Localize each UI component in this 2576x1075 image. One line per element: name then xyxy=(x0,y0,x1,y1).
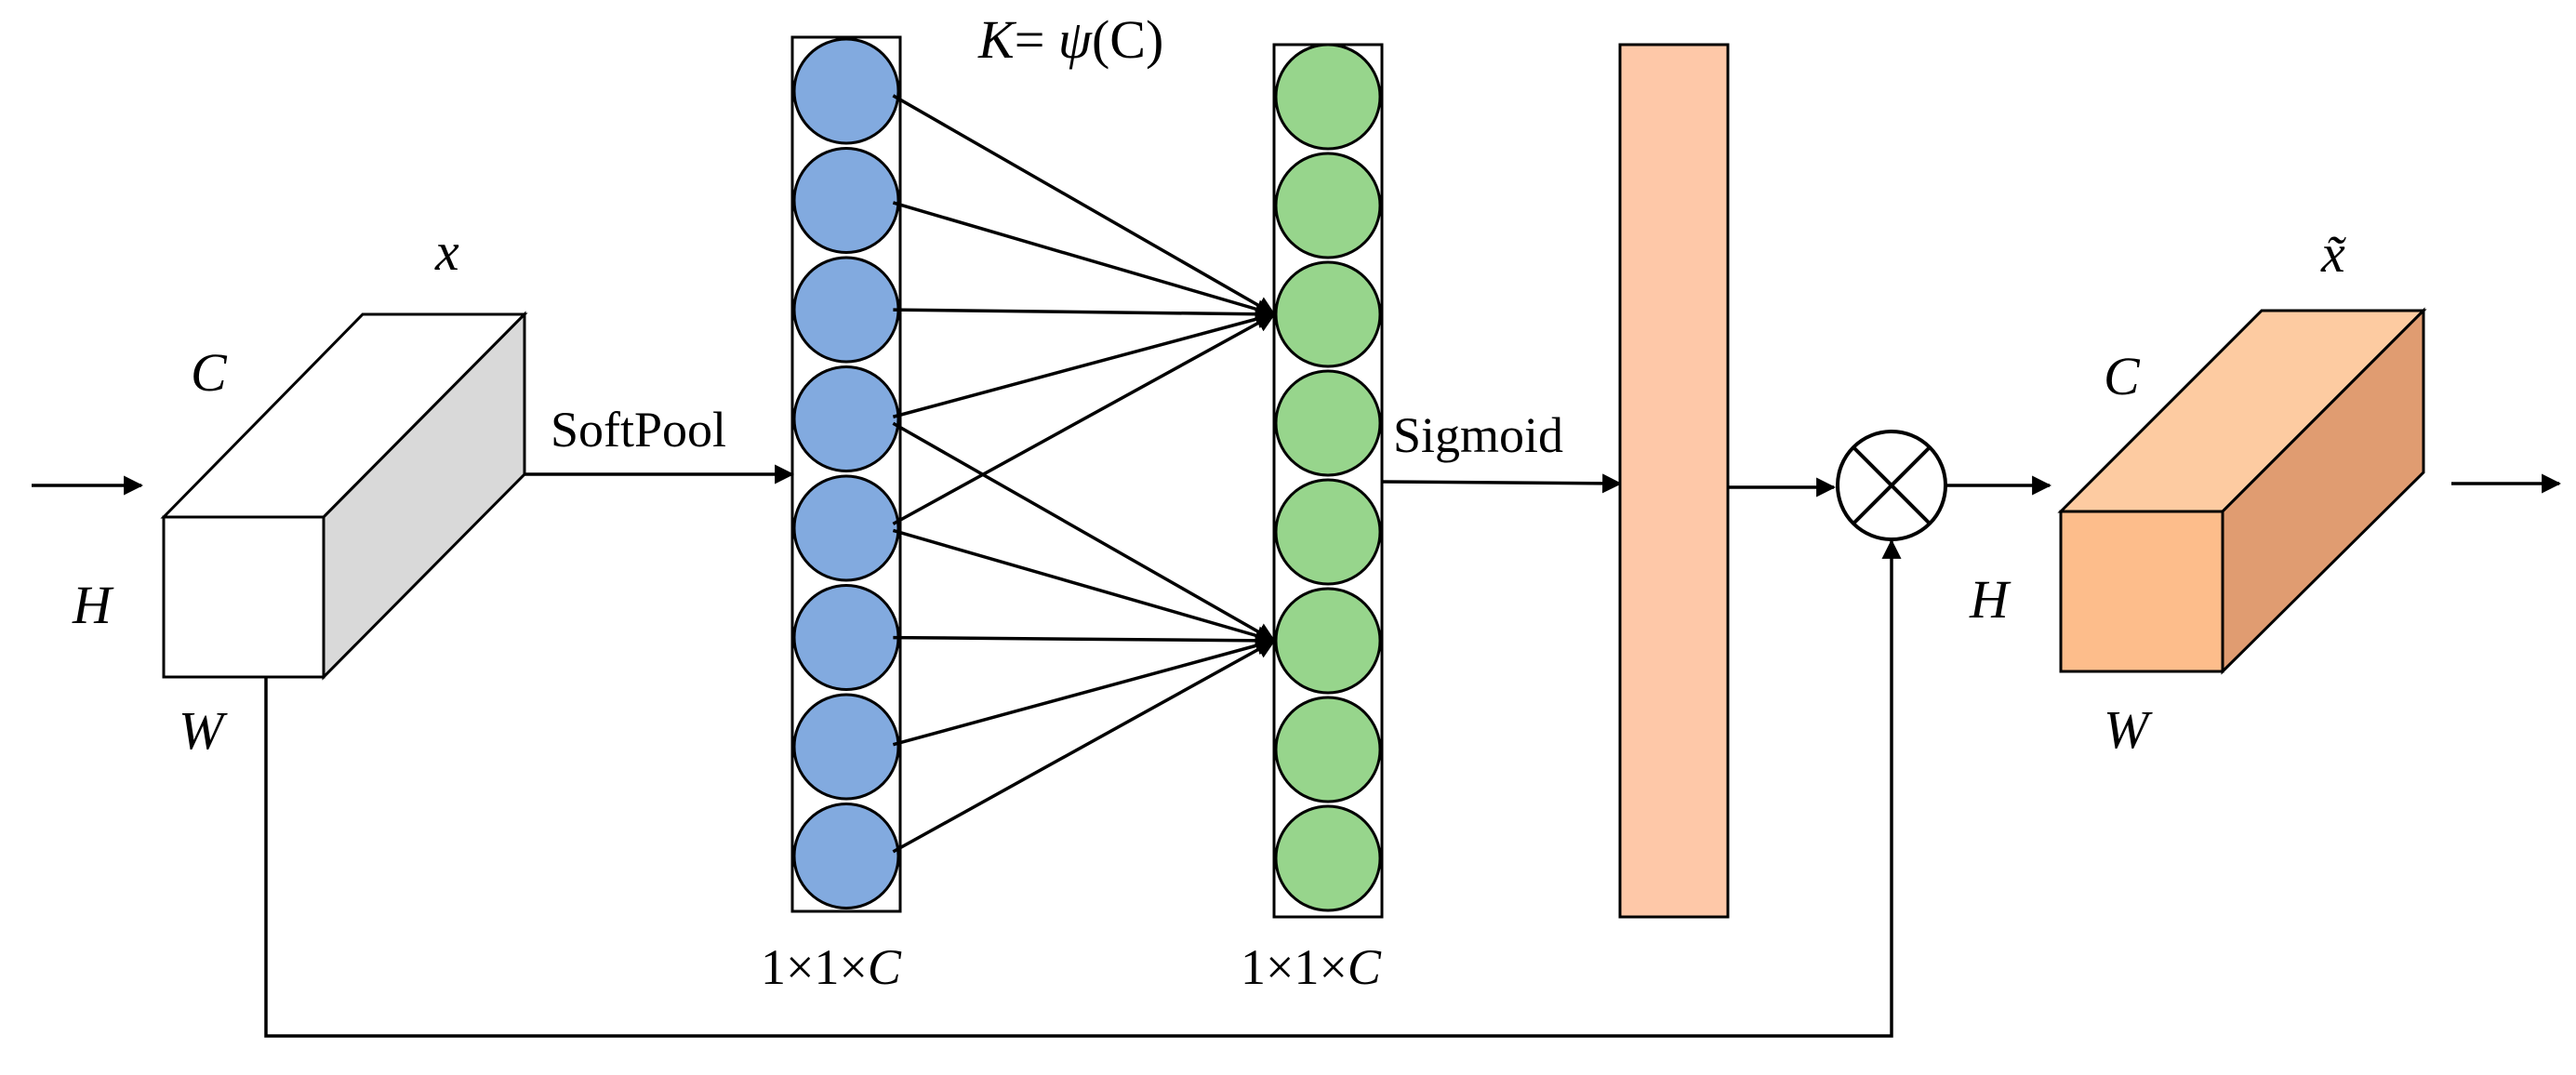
conv-edge-5-to-6 xyxy=(892,528,1277,645)
output-name-label: x̃ xyxy=(2320,223,2346,284)
conv-edge-4-to-6 xyxy=(892,421,1276,643)
pooled-node-3 xyxy=(792,256,900,364)
input-width-label: W xyxy=(179,700,228,761)
output-box-front xyxy=(2059,510,2224,673)
output-height-label: H xyxy=(1969,569,2012,630)
conv-edge-7-to-6 xyxy=(892,635,1277,747)
conv-edge-5-to-3 xyxy=(892,312,1276,525)
input-height-label: H xyxy=(72,575,114,635)
kernel-k: K xyxy=(977,9,1017,70)
conv-edge-1-to-3 xyxy=(892,94,1276,316)
conv-node-1 xyxy=(1274,43,1382,151)
kernel-psi: ψ xyxy=(1058,9,1093,70)
sigmoid-arrow xyxy=(1381,473,1623,494)
conv-shape-prefix: 1×1× xyxy=(1241,939,1348,995)
conv-node-6 xyxy=(1274,587,1382,695)
pooled-node-7 xyxy=(792,693,900,801)
conv-edges xyxy=(892,94,1277,854)
conv-edge-8-to-6 xyxy=(892,639,1276,854)
skip-connection xyxy=(264,538,1902,1038)
input-feature-map xyxy=(160,311,528,681)
conv-node-2 xyxy=(1274,152,1382,259)
pooled-node-2 xyxy=(792,147,900,254)
pooled-node-1 xyxy=(792,37,900,145)
conv-shape-c: C xyxy=(1348,939,1382,995)
channel-weight-bar xyxy=(1618,43,1730,919)
conv-node-7 xyxy=(1274,696,1382,803)
conv-node-8 xyxy=(1274,804,1382,912)
kernel-arg: (C) xyxy=(1092,9,1163,70)
conv-edge-6-to-6 xyxy=(893,630,1277,651)
input-box-front xyxy=(162,515,325,679)
kernel-eq: = xyxy=(1015,9,1058,70)
softpool-label: SoftPool xyxy=(551,402,726,458)
pooled-shape-c: C xyxy=(868,939,902,995)
kernel-size-label: K= ψ(C) xyxy=(977,9,1163,70)
conv-edge-2-to-3 xyxy=(892,201,1277,319)
pooled-column-frame xyxy=(790,35,902,913)
output-width-label: W xyxy=(2104,699,2153,760)
conv-node-4 xyxy=(1274,369,1382,477)
conv-node-5 xyxy=(1274,478,1382,586)
pooled-shape-prefix: 1×1× xyxy=(761,939,868,995)
pooled-node-5 xyxy=(792,474,900,582)
multiply-operator xyxy=(1836,430,1947,541)
output-channel-label: C xyxy=(2104,346,2141,406)
pooled-shape-label: 1×1×C xyxy=(761,939,902,995)
conv-edge-3-to-3 xyxy=(893,304,1277,325)
pooled-node-4 xyxy=(792,365,900,472)
pooled-node-6 xyxy=(792,584,900,691)
sigmoid-label: Sigmoid xyxy=(1393,407,1563,463)
conv-node-3 xyxy=(1274,260,1382,368)
conv-edge-4-to-3 xyxy=(892,309,1277,418)
conv-nodes xyxy=(1274,43,1382,912)
pooled-nodes xyxy=(792,37,900,909)
input-channel-label: C xyxy=(191,342,228,403)
pooled-node-8 xyxy=(792,803,900,909)
input-name-label: x xyxy=(434,221,459,282)
output-feature-map xyxy=(2057,307,2427,675)
conv-shape-label: 1×1×C xyxy=(1241,939,1382,995)
